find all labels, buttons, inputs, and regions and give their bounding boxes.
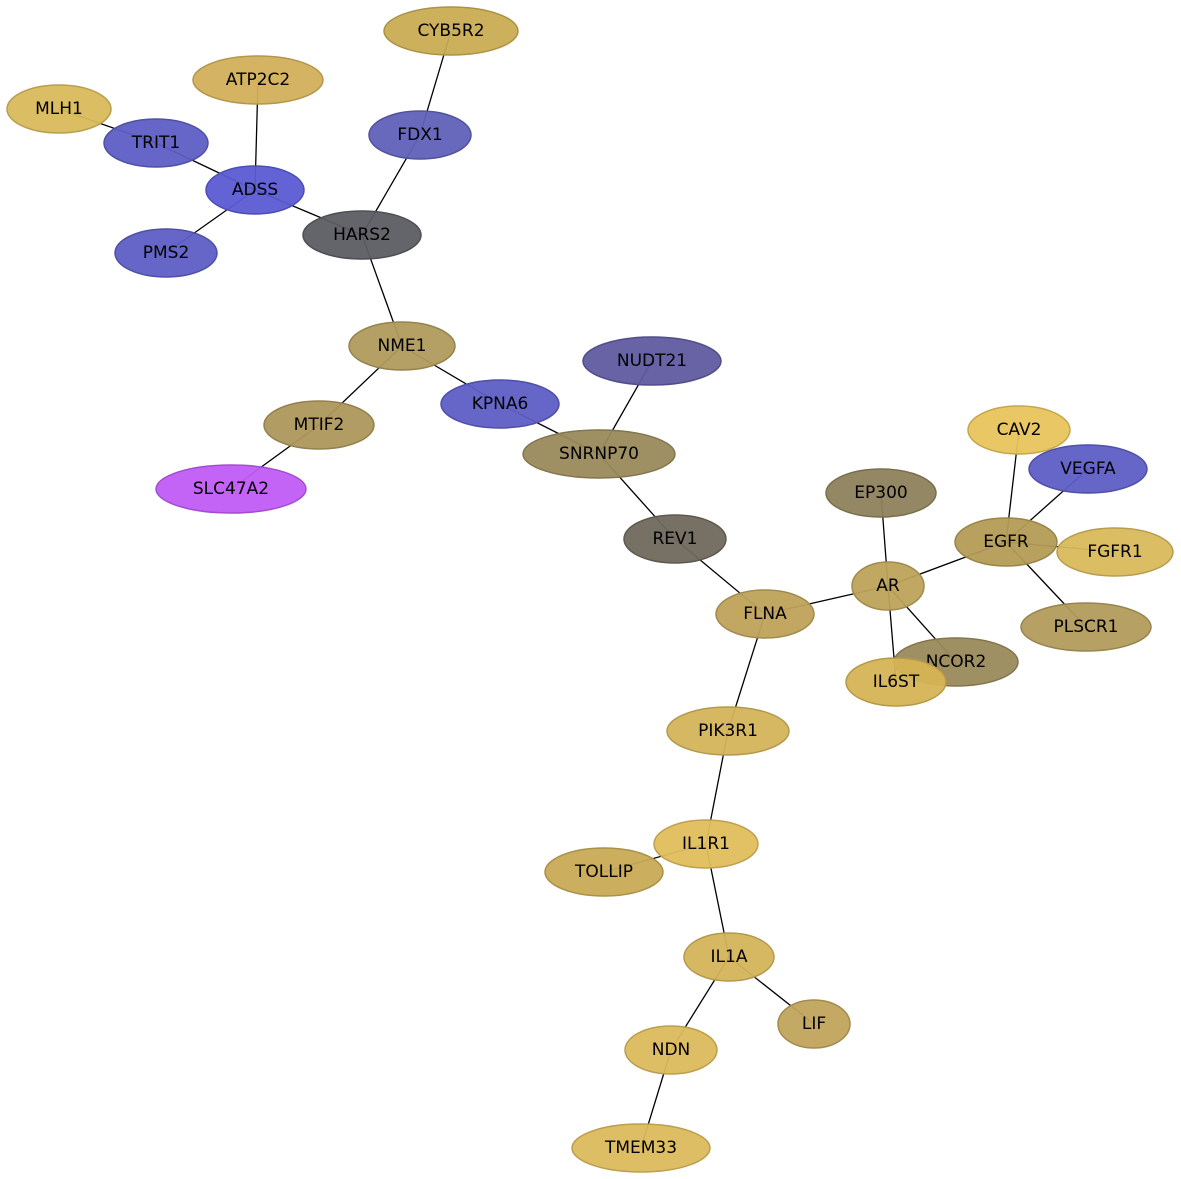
node-ar[interactable]: AR	[851, 561, 925, 611]
node-shape-nudt21[interactable]	[582, 336, 722, 386]
node-snrnp70[interactable]: SNRNP70	[522, 429, 676, 479]
node-shape-adss[interactable]	[205, 165, 305, 215]
node-label-hars2: HARS2	[333, 225, 391, 245]
node-flna[interactable]: FLNA	[715, 589, 815, 639]
node-shape-il6st[interactable]	[845, 657, 947, 707]
node-kpna6[interactable]: KPNA6	[440, 379, 560, 429]
node-label-pms2: PMS2	[143, 243, 190, 263]
node-shape-mtif2[interactable]	[263, 400, 375, 450]
node-label-flna: FLNA	[743, 604, 787, 624]
node-il1r1[interactable]: IL1R1	[653, 819, 759, 869]
node-label-ar: AR	[876, 576, 900, 596]
node-cyb5r2[interactable]: CYB5R2	[383, 6, 519, 56]
node-lif[interactable]: LIF	[777, 999, 851, 1049]
node-shape-hars2[interactable]	[302, 210, 422, 260]
node-il6st[interactable]: IL6ST	[845, 657, 947, 707]
node-slc47a2[interactable]: SLC47A2	[155, 464, 307, 514]
node-label-il6st: IL6ST	[873, 672, 920, 692]
node-shape-ndn[interactable]	[624, 1025, 718, 1075]
node-plscr1[interactable]: PLSCR1	[1020, 602, 1152, 652]
node-shape-cyb5r2[interactable]	[383, 6, 519, 56]
node-nme1[interactable]: NME1	[348, 321, 456, 371]
node-fdx1[interactable]: FDX1	[368, 110, 472, 160]
node-label-egfr: EGFR	[983, 532, 1029, 552]
node-shape-pms2[interactable]	[114, 228, 218, 278]
node-label-plscr1: PLSCR1	[1053, 617, 1118, 637]
node-label-il1a: IL1A	[711, 947, 748, 967]
node-shape-tollip[interactable]	[544, 847, 664, 897]
node-egfr[interactable]: EGFR	[954, 517, 1058, 567]
node-shape-tmem33[interactable]	[571, 1123, 711, 1173]
node-label-nme1: NME1	[378, 336, 427, 356]
node-label-atp2c2: ATP2C2	[226, 70, 290, 90]
node-adss[interactable]: ADSS	[205, 165, 305, 215]
node-label-kpna6: KPNA6	[472, 394, 529, 414]
node-pms2[interactable]: PMS2	[114, 228, 218, 278]
node-label-vegfa: VEGFA	[1060, 459, 1116, 479]
node-shape-ep300[interactable]	[825, 468, 937, 518]
node-label-ncor2: NCOR2	[926, 652, 987, 672]
node-shape-cav2[interactable]	[967, 405, 1071, 455]
node-label-rev1: REV1	[653, 529, 698, 549]
node-shape-vegfa[interactable]	[1028, 444, 1148, 494]
node-ndn[interactable]: NDN	[624, 1025, 718, 1075]
node-shape-slc47a2[interactable]	[155, 464, 307, 514]
node-shape-fgfr1[interactable]	[1056, 527, 1174, 577]
node-label-mlh1: MLH1	[35, 99, 83, 119]
node-trit1[interactable]: TRIT1	[103, 118, 209, 168]
node-shape-il1r1[interactable]	[653, 819, 759, 869]
node-label-pik3r1: PIK3R1	[698, 721, 758, 741]
node-nudt21[interactable]: NUDT21	[582, 336, 722, 386]
node-label-slc47a2: SLC47A2	[193, 479, 269, 499]
node-mtif2[interactable]: MTIF2	[263, 400, 375, 450]
node-label-fdx1: FDX1	[397, 125, 442, 145]
node-shape-nme1[interactable]	[348, 321, 456, 371]
node-shape-atp2c2[interactable]	[192, 55, 324, 105]
node-label-trit1: TRIT1	[131, 133, 180, 153]
node-hars2[interactable]: HARS2	[302, 210, 422, 260]
node-shape-plscr1[interactable]	[1020, 602, 1152, 652]
node-label-fgfr1: FGFR1	[1087, 542, 1142, 562]
node-label-cyb5r2: CYB5R2	[417, 21, 484, 41]
node-shape-rev1[interactable]	[623, 514, 727, 564]
node-label-lif: LIF	[802, 1014, 826, 1034]
node-label-nudt21: NUDT21	[617, 351, 687, 371]
node-vegfa[interactable]: VEGFA	[1028, 444, 1148, 494]
node-fgfr1[interactable]: FGFR1	[1056, 527, 1174, 577]
node-shape-fdx1[interactable]	[368, 110, 472, 160]
node-label-mtif2: MTIF2	[294, 415, 345, 435]
node-shape-kpna6[interactable]	[440, 379, 560, 429]
node-shape-trit1[interactable]	[103, 118, 209, 168]
node-shape-snrnp70[interactable]	[522, 429, 676, 479]
node-pik3r1[interactable]: PIK3R1	[666, 706, 790, 756]
node-rev1[interactable]: REV1	[623, 514, 727, 564]
node-label-snrnp70: SNRNP70	[559, 444, 639, 464]
node-label-il1r1: IL1R1	[682, 834, 730, 854]
node-shape-egfr[interactable]	[954, 517, 1058, 567]
node-tmem33[interactable]: TMEM33	[571, 1123, 711, 1173]
node-shape-lif[interactable]	[777, 999, 851, 1049]
node-ep300[interactable]: EP300	[825, 468, 937, 518]
node-label-tollip: TOLLIP	[574, 862, 633, 882]
node-cav2[interactable]: CAV2	[967, 405, 1071, 455]
node-tollip[interactable]: TOLLIP	[544, 847, 664, 897]
node-mlh1[interactable]: MLH1	[6, 84, 112, 134]
node-label-ep300: EP300	[854, 483, 907, 503]
node-shape-mlh1[interactable]	[6, 84, 112, 134]
node-label-tmem33: TMEM33	[604, 1138, 677, 1158]
node-atp2c2[interactable]: ATP2C2	[192, 55, 324, 105]
node-shape-ar[interactable]	[851, 561, 925, 611]
node-label-cav2: CAV2	[997, 420, 1042, 440]
node-shape-pik3r1[interactable]	[666, 706, 790, 756]
node-shape-flna[interactable]	[715, 589, 815, 639]
node-label-adss: ADSS	[232, 180, 278, 200]
node-label-ndn: NDN	[652, 1040, 691, 1060]
node-shape-il1a[interactable]	[683, 932, 775, 982]
node-il1a[interactable]: IL1A	[683, 932, 775, 982]
